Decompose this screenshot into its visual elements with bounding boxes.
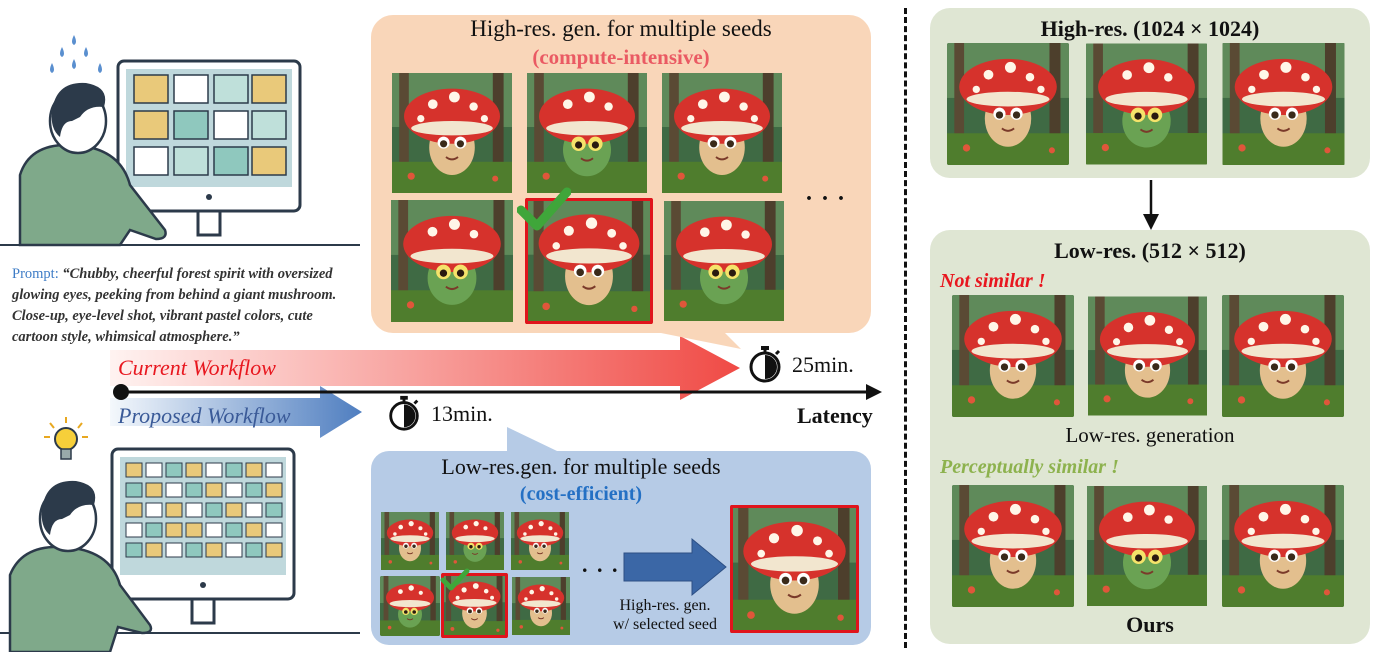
down-arrow-icon [1143, 180, 1159, 230]
ours-image-2 [1087, 485, 1207, 607]
highres-selected-caption-2: w/ selected seed [613, 616, 717, 633]
not-similar-label: Not similar ! [940, 270, 1046, 292]
seed-image-3 [660, 73, 784, 193]
checkmark-icon [517, 187, 571, 231]
current-workflow-time: 25min. [792, 352, 854, 377]
lowres-gen-image-2 [1088, 295, 1207, 417]
lowres-image-4 [380, 576, 440, 636]
prompt-text: Prompt: “Chubby, cheerful forest spirit … [12, 264, 362, 348]
lowres-gen-image-3 [1222, 295, 1344, 417]
highres-panel-title: High-res. gen. for multiple seeds [470, 16, 772, 41]
latency-axis-label: Latency [797, 403, 873, 428]
lowres-image-2 [445, 512, 505, 570]
prompt-label: Prompt: [12, 266, 59, 282]
proposed-workflow-time: 13min. [431, 401, 493, 426]
lowres-gen-caption: Low-res. generation [1065, 423, 1235, 447]
sweat-drops-icon [50, 35, 102, 73]
highres-ellipsis: . . . [806, 180, 846, 206]
callout-tail [641, 329, 741, 349]
monitor-icon [0, 59, 360, 246]
ours-image-3 [1222, 485, 1344, 607]
highres-reference-title: High-res. (1024 × 1024) [1040, 16, 1260, 41]
person-icon [18, 82, 167, 247]
proposed-workflow-arrow [110, 386, 362, 438]
monitor-icon [0, 447, 360, 634]
bottom-worker-illustration [0, 415, 370, 654]
highres-selected-caption-1: High-res. gen. [619, 597, 711, 614]
callout-tail [507, 427, 557, 451]
top-worker-illustration [0, 25, 370, 255]
seed-image-2 [525, 73, 649, 193]
ours-image-1 [952, 485, 1074, 607]
lowres-panel-title: Low-res.gen. for multiple seeds [441, 454, 721, 479]
lowres-panel-subtitle: (cost-efficient) [519, 483, 643, 505]
highres-ref-image-3 [1222, 43, 1345, 165]
final-highres-image [730, 505, 859, 633]
checkmark-icon [440, 568, 470, 591]
seed-image-4 [390, 200, 514, 322]
perceptually-similar-label: Perceptually similar ! [940, 456, 1119, 478]
seed-image-6 [664, 200, 784, 322]
seed-image-1 [390, 73, 514, 193]
highres-ref-image-2 [1086, 43, 1207, 165]
ours-caption: Ours [1126, 612, 1174, 637]
proposed-workflow-label: Proposed Workflow [118, 403, 291, 428]
current-workflow-arrow [110, 336, 740, 400]
current-workflow-label: Current Workflow [118, 355, 276, 380]
highres-panel-subtitle: (compute-intensive) [532, 45, 710, 69]
timeline [0, 330, 900, 450]
prompt-content: “Chubby, cheerful forest spirit with ove… [12, 266, 337, 345]
lowres-image-6 [512, 576, 570, 636]
person-icon [8, 480, 153, 654]
stopwatch-icon [749, 344, 781, 383]
stopwatch-icon [389, 394, 419, 431]
lowres-gen-image-1 [952, 295, 1074, 417]
lowres-image-3 [510, 512, 570, 570]
lowres-comparison-title: Low-res. (512 × 512) [1054, 238, 1246, 263]
lowres-ellipsis: . . . [582, 552, 620, 577]
lightbulb-icon [44, 417, 88, 460]
select-arrow [623, 537, 727, 597]
section-divider [904, 8, 907, 648]
lowres-image-1 [380, 512, 440, 570]
highres-ref-image-1 [947, 43, 1069, 165]
